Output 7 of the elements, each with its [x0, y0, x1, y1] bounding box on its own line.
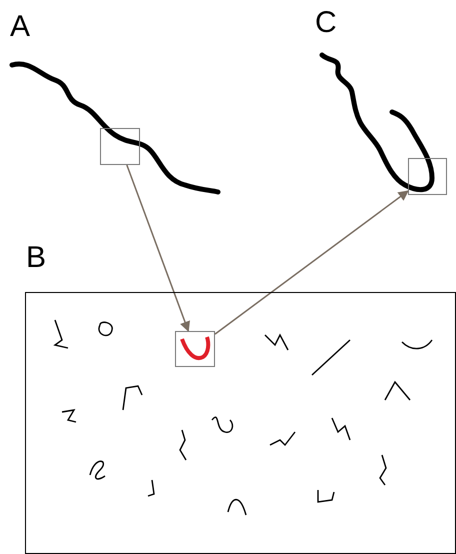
zoom-box — [408, 158, 447, 195]
panel-letter: A — [10, 12, 30, 42]
zoom-box — [100, 128, 140, 165]
arrow — [126, 164, 190, 332]
arrow — [214, 190, 409, 335]
panel-letter: B — [26, 243, 46, 273]
panel-letter: C — [315, 8, 337, 38]
